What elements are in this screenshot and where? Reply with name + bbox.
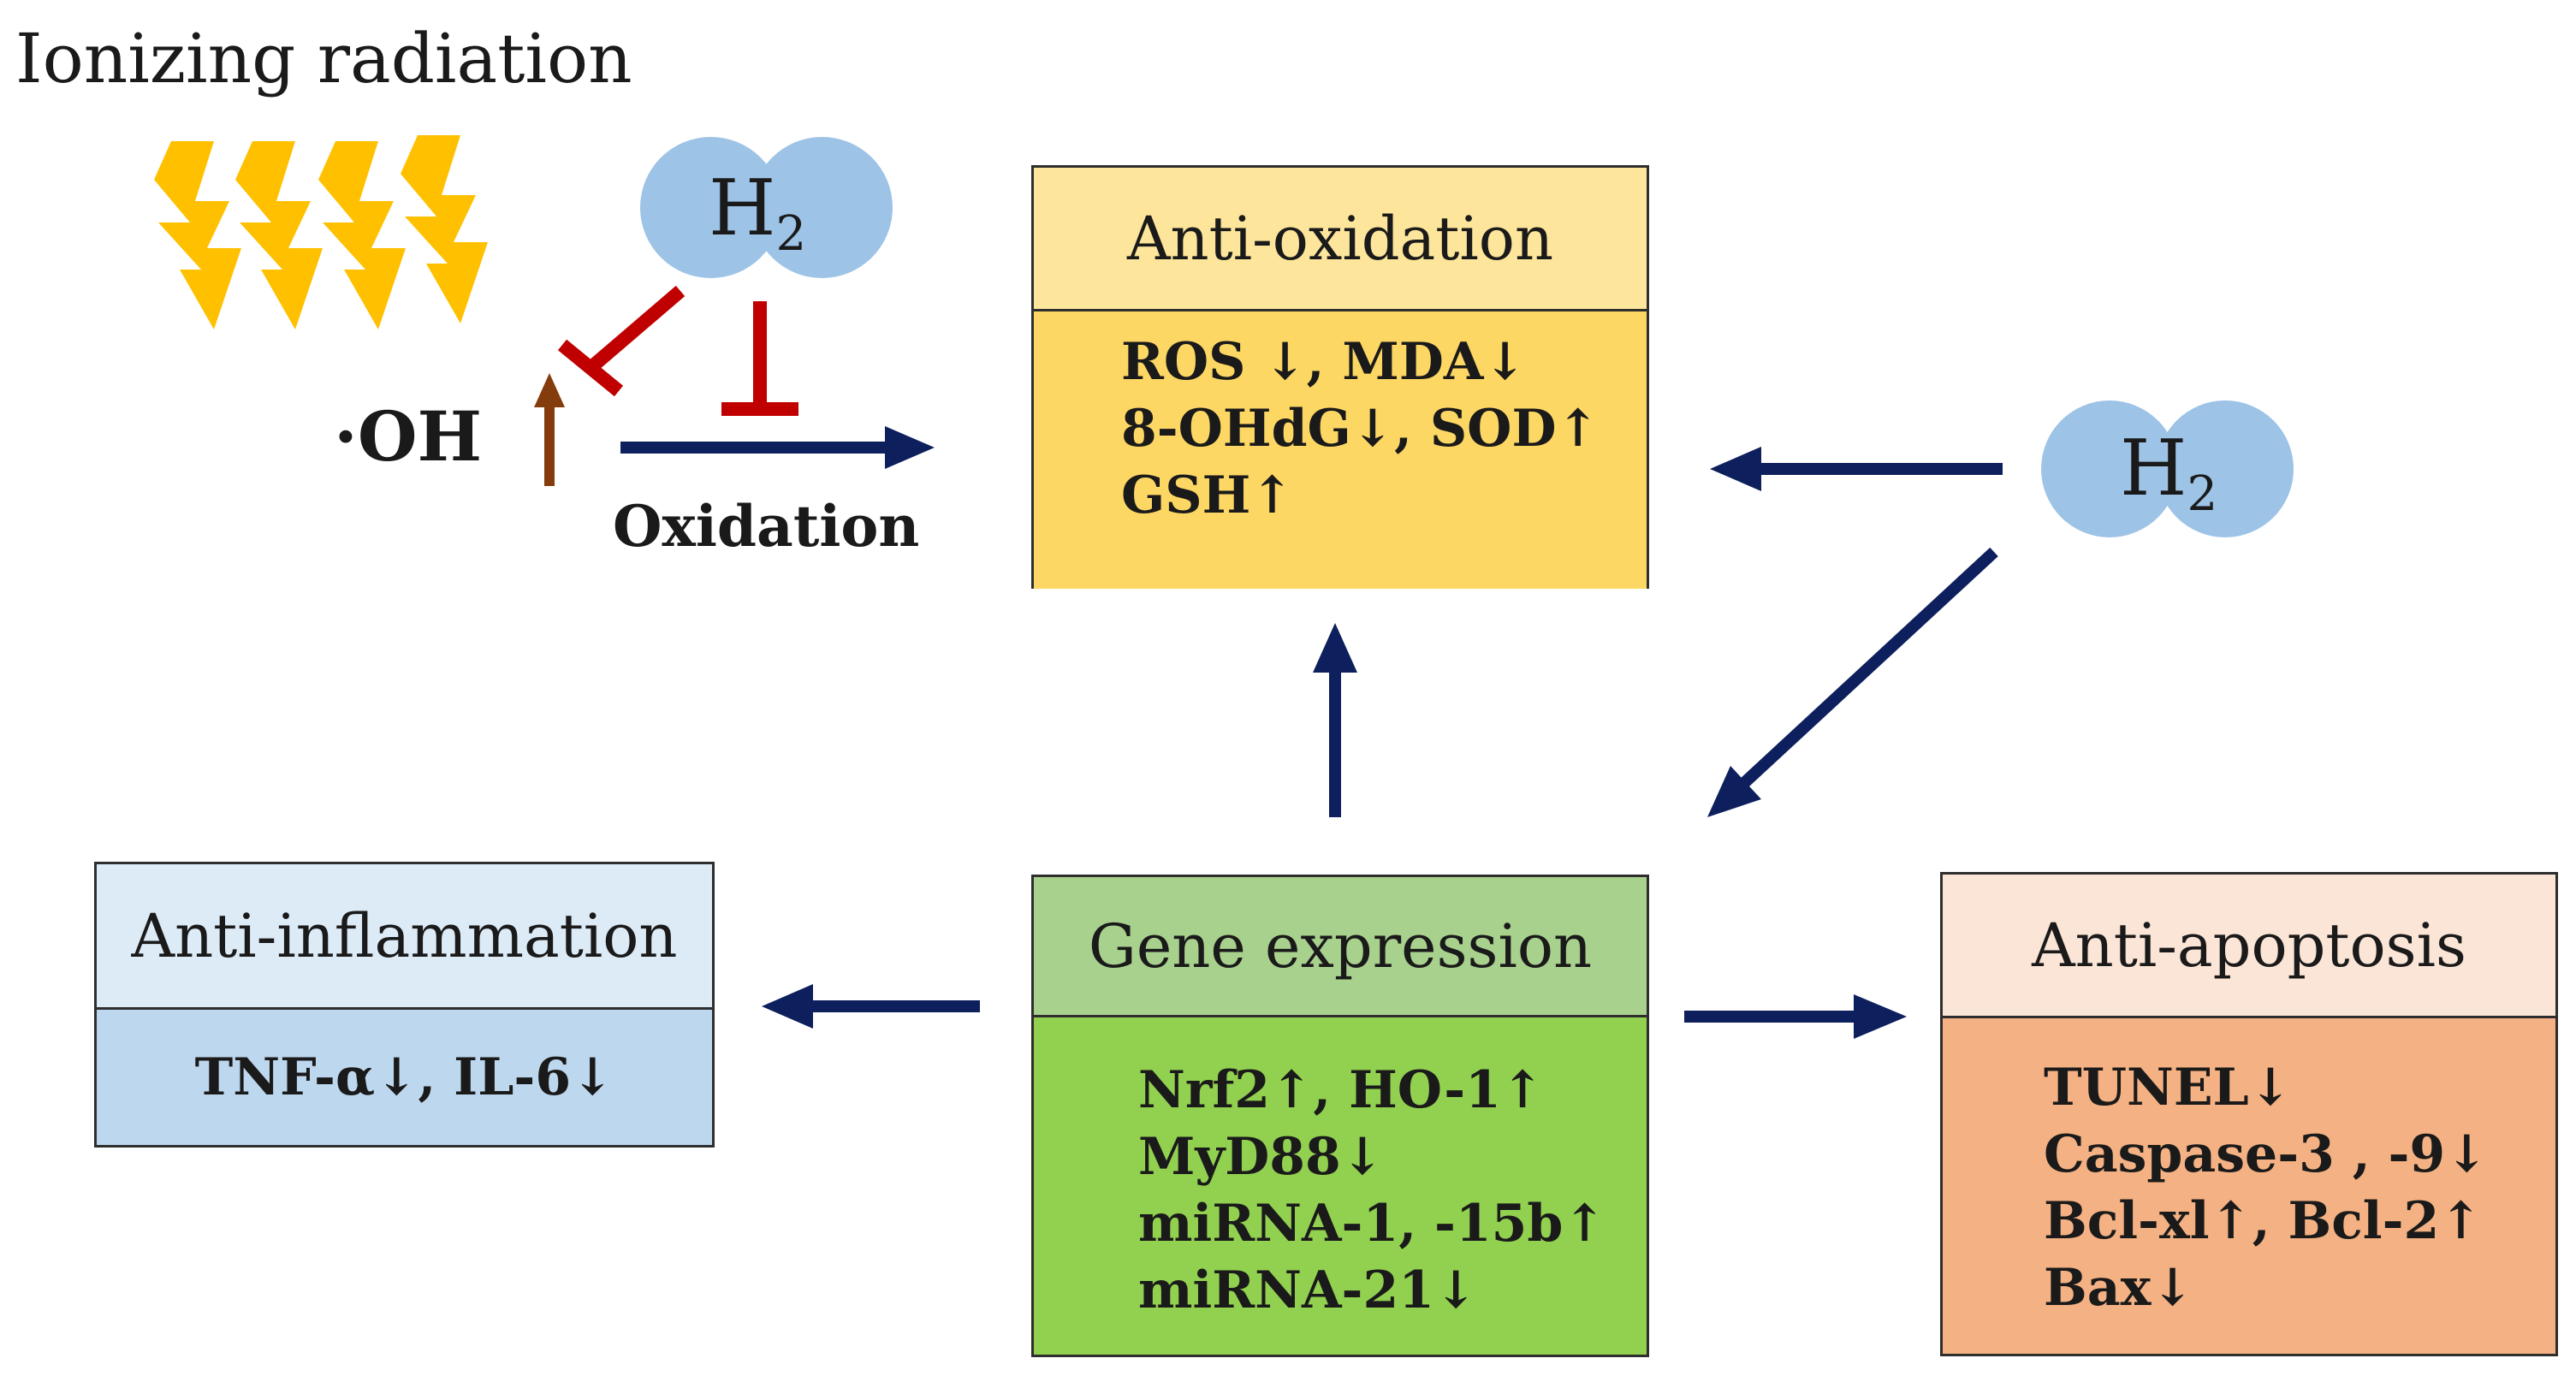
marker-line: miRNA-21↓: [1138, 1260, 1478, 1320]
gene-to-apoptosis-arrow: [1684, 994, 1907, 1039]
lightning-bolt-icon: [235, 141, 323, 329]
gene-to-inflammation-arrow: [762, 984, 980, 1029]
marker-line: Nrf2↑, HO-1↑: [1138, 1060, 1545, 1120]
anti-inflammation-title: Anti-inflammation: [97, 864, 712, 1010]
lightning-bolt-icon: [318, 141, 406, 329]
marker-line: MyD88↓: [1138, 1127, 1385, 1187]
h2-to-antioxidation-arrow: [1710, 447, 2003, 491]
h2-atom: [2157, 400, 2294, 537]
lightning-bolt-icon: [154, 141, 241, 329]
anti-inflammation-box: Anti-inflammation TNF-α↓, IL-6↓: [94, 862, 715, 1148]
anti-apoptosis-markers: TUNEL↓ Caspase-3 , -9↓ Bcl-xl↑, Bcl-2↑ B…: [1943, 1018, 2555, 1354]
marker-line: TNF-α↓, IL-6↓: [194, 1047, 614, 1107]
anti-oxidation-box: Anti-oxidation ROS ↓, MDA↓ 8-OHdG↓, SOD↑…: [1031, 165, 1649, 589]
marker-line: Bax↓: [2044, 1258, 2194, 1318]
anti-apoptosis-box: Anti-apoptosis TUNEL↓ Caspase-3 , -9↓ Bc…: [1940, 872, 2558, 1356]
hydroxyl-radical-label: ·OH: [334, 396, 483, 477]
h2-atom: [751, 137, 893, 278]
h2-molecule-icon: H2: [640, 137, 897, 278]
h2-atom: [2041, 400, 2178, 537]
marker-line: GSH↑: [1121, 466, 1294, 525]
marker-line: Bcl-xl↑, Bcl-2↑: [2044, 1191, 2483, 1251]
oxidation-arrow: [620, 426, 935, 469]
inhibition-tbar-icon: [557, 285, 686, 397]
up-arrow-icon: [534, 373, 565, 486]
gene-expression-box: Gene expression Nrf2↑, HO-1↑ MyD88↓ miRN…: [1031, 875, 1649, 1357]
anti-inflammation-markers: TNF-α↓, IL-6↓: [97, 1010, 712, 1145]
inhibition-tbar-icon: [721, 301, 798, 416]
lightning-bolt-icon: [401, 135, 488, 323]
anti-apoptosis-title: Anti-apoptosis: [1943, 875, 2555, 1018]
marker-line: miRNA-1, -15b↑: [1138, 1194, 1606, 1254]
diagram-title: Ionizing radiation: [15, 19, 632, 98]
h2-label: H2: [709, 163, 807, 263]
marker-line: ROS ↓, MDA↓: [1121, 332, 1527, 392]
anti-oxidation-markers: ROS ↓, MDA↓ 8-OHdG↓, SOD↑ GSH↑: [1034, 311, 1647, 589]
marker-line: 8-OHdG↓, SOD↑: [1121, 399, 1600, 459]
h2-to-gene-expression-arrow: [1707, 547, 1998, 817]
marker-line: TUNEL↓: [2044, 1058, 2293, 1118]
oxidation-label: Oxidation: [613, 493, 920, 560]
gene-expression-markers: Nrf2↑, HO-1↑ MyD88↓ miRNA-1, -15b↑ miRNA…: [1034, 1017, 1647, 1355]
gene-expression-title: Gene expression: [1034, 877, 1647, 1017]
h2-molecule-icon: H2: [2041, 400, 2298, 537]
h2-label: H2: [2120, 424, 2218, 523]
anti-oxidation-title: Anti-oxidation: [1034, 168, 1647, 311]
marker-line: Caspase-3 , -9↓: [2044, 1124, 2489, 1184]
gene-to-antioxidation-arrow: [1313, 623, 1357, 817]
